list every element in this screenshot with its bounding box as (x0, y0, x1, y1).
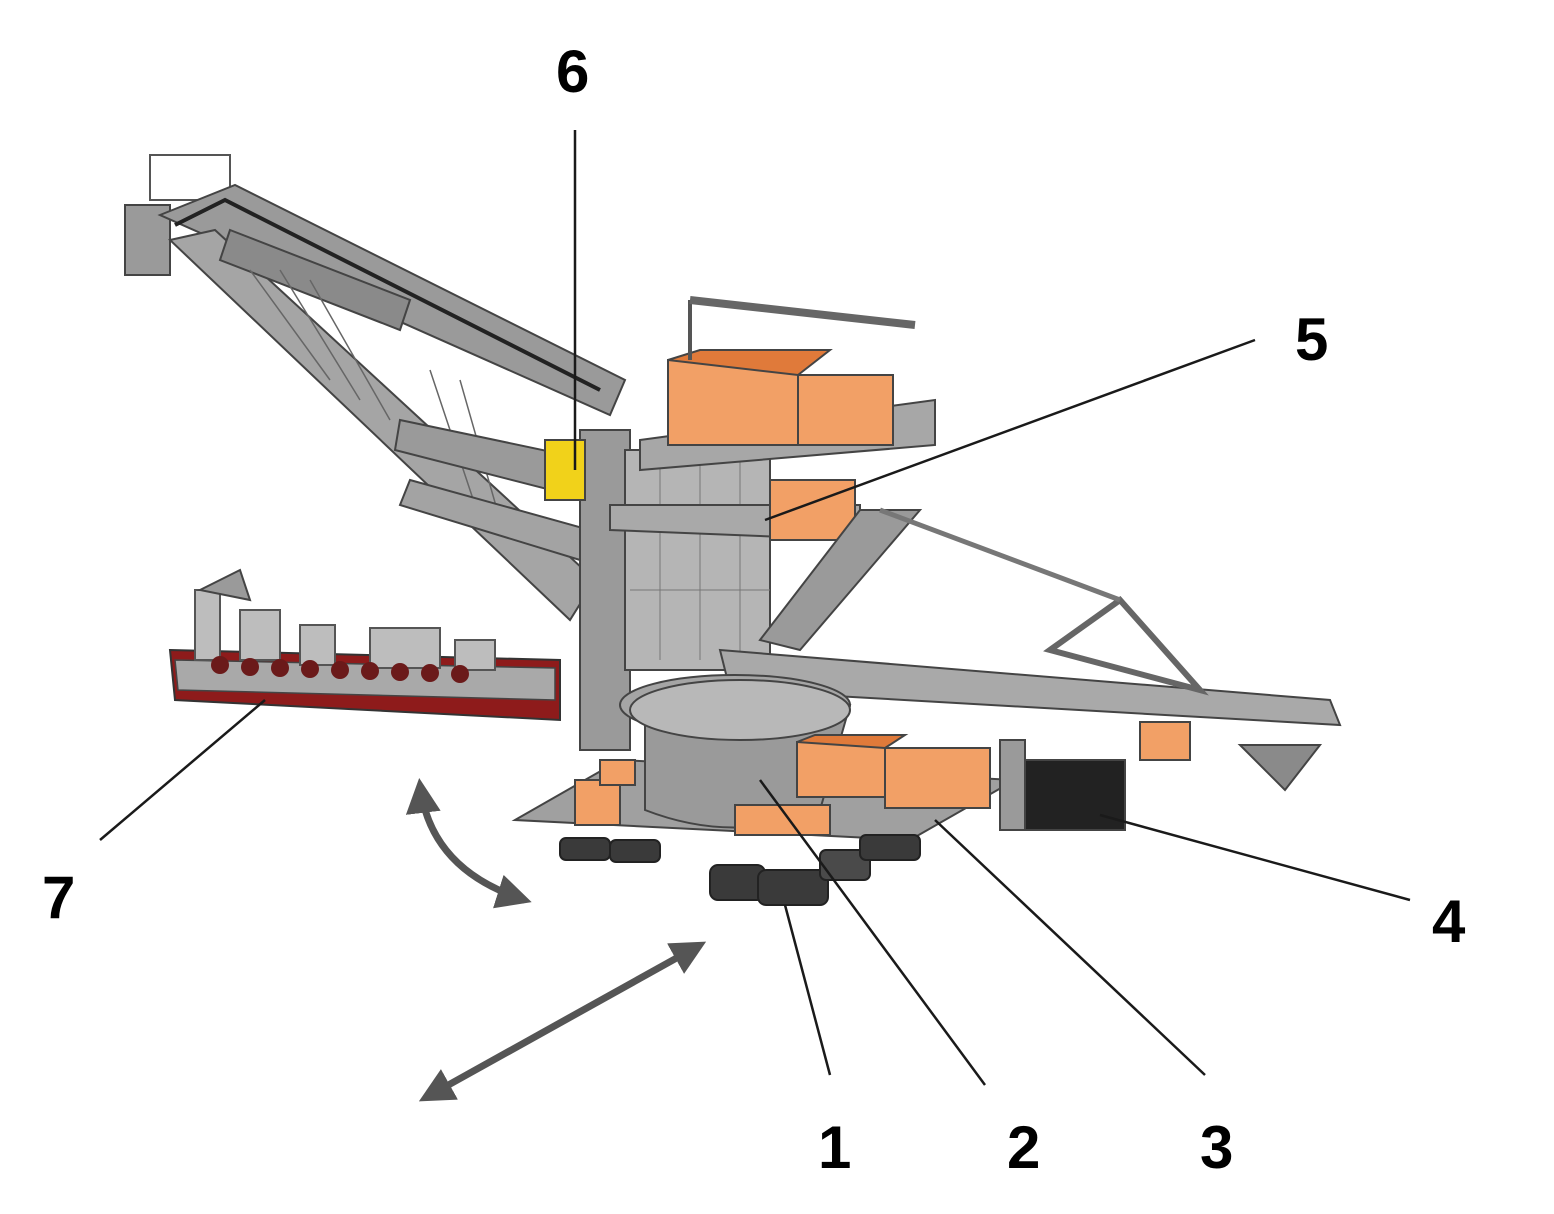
leader-line-2 (758, 779, 987, 1086)
crawler-tracks (559, 834, 921, 906)
leader-line-4 (1099, 813, 1411, 902)
callout-label-1: 1 (818, 1114, 852, 1181)
bucket-wheel-boom (168, 568, 561, 722)
central-tower (544, 429, 771, 751)
callout-label-5: 5 (1295, 306, 1329, 373)
callout-label-6: 6 (556, 38, 590, 105)
mid-platform (609, 479, 861, 542)
discharge-boom (718, 507, 1342, 792)
callout-label-2: 2 (1007, 1114, 1041, 1181)
callout-label-7: 7 (42, 864, 76, 931)
callout-label-4: 4 (1432, 888, 1466, 955)
leader-lines (99, 130, 1411, 1086)
travel-arrow (418, 941, 707, 1102)
callout-label-3: 3 (1200, 1114, 1234, 1181)
slew-arrow (405, 778, 532, 909)
electrical-house (796, 734, 991, 809)
upper-machinery-house (639, 296, 936, 472)
leader-line-1 (783, 904, 832, 1076)
leader-line-5 (764, 338, 1256, 522)
movement-arrows (405, 778, 707, 1102)
leader-line-7 (99, 699, 266, 841)
support-box (999, 739, 1126, 831)
main-boom (124, 154, 627, 622)
leader-line-3 (934, 819, 1206, 1076)
